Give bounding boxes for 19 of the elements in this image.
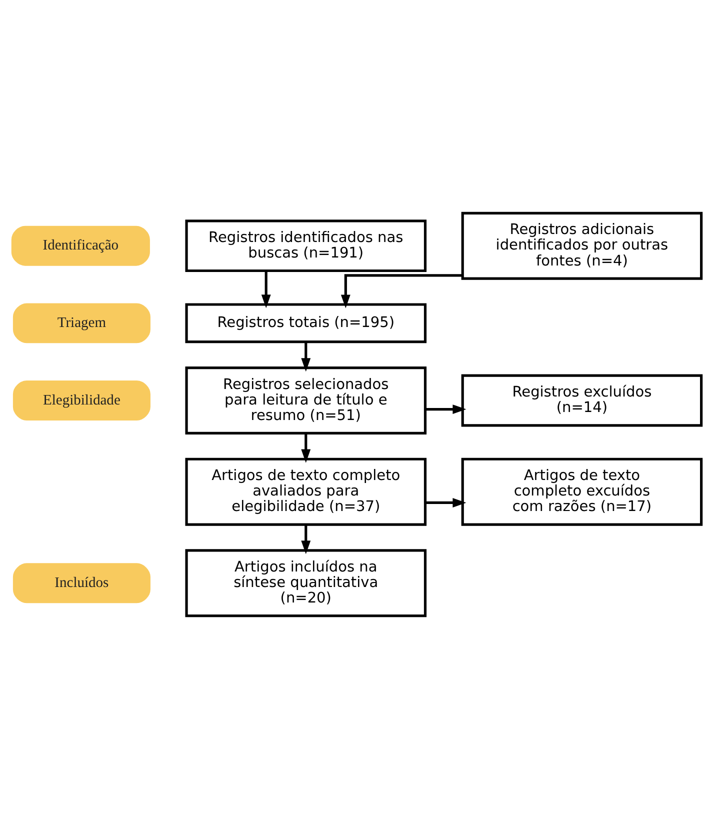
node-box: Elegibilidade: [12, 380, 150, 420]
node-box: Registros totais (n=195): [185, 302, 427, 343]
node-box: Triagem: [12, 302, 150, 343]
node-box: Registros identificados nas buscas (n=191): [185, 219, 427, 272]
arrow: [301, 341, 311, 372]
node-box: Identificação: [11, 225, 150, 266]
arrow: [301, 432, 311, 462]
node-box: Artigos de texto completo avaliados para elegibilidade (n=37): [185, 457, 427, 526]
arrow: [261, 270, 271, 308]
arrow: [425, 404, 466, 414]
node-box: Incluídos: [12, 562, 150, 603]
node-box: Registros excluídos (n=14): [461, 374, 703, 426]
arrow: [301, 524, 311, 554]
node-box: Artigos incluídos na síntese quantitativa (n=20): [185, 548, 427, 617]
node-box: Registros adicionais identificados por outras fontes (n=4): [461, 211, 703, 280]
arrow: [425, 497, 466, 507]
node-box: Artigos de texto completo excuídos com razões (n=17): [461, 457, 703, 526]
node-box: Registros selecionados para leitura de título e resumo (n=51): [185, 366, 427, 434]
arrow: [340, 274, 462, 308]
